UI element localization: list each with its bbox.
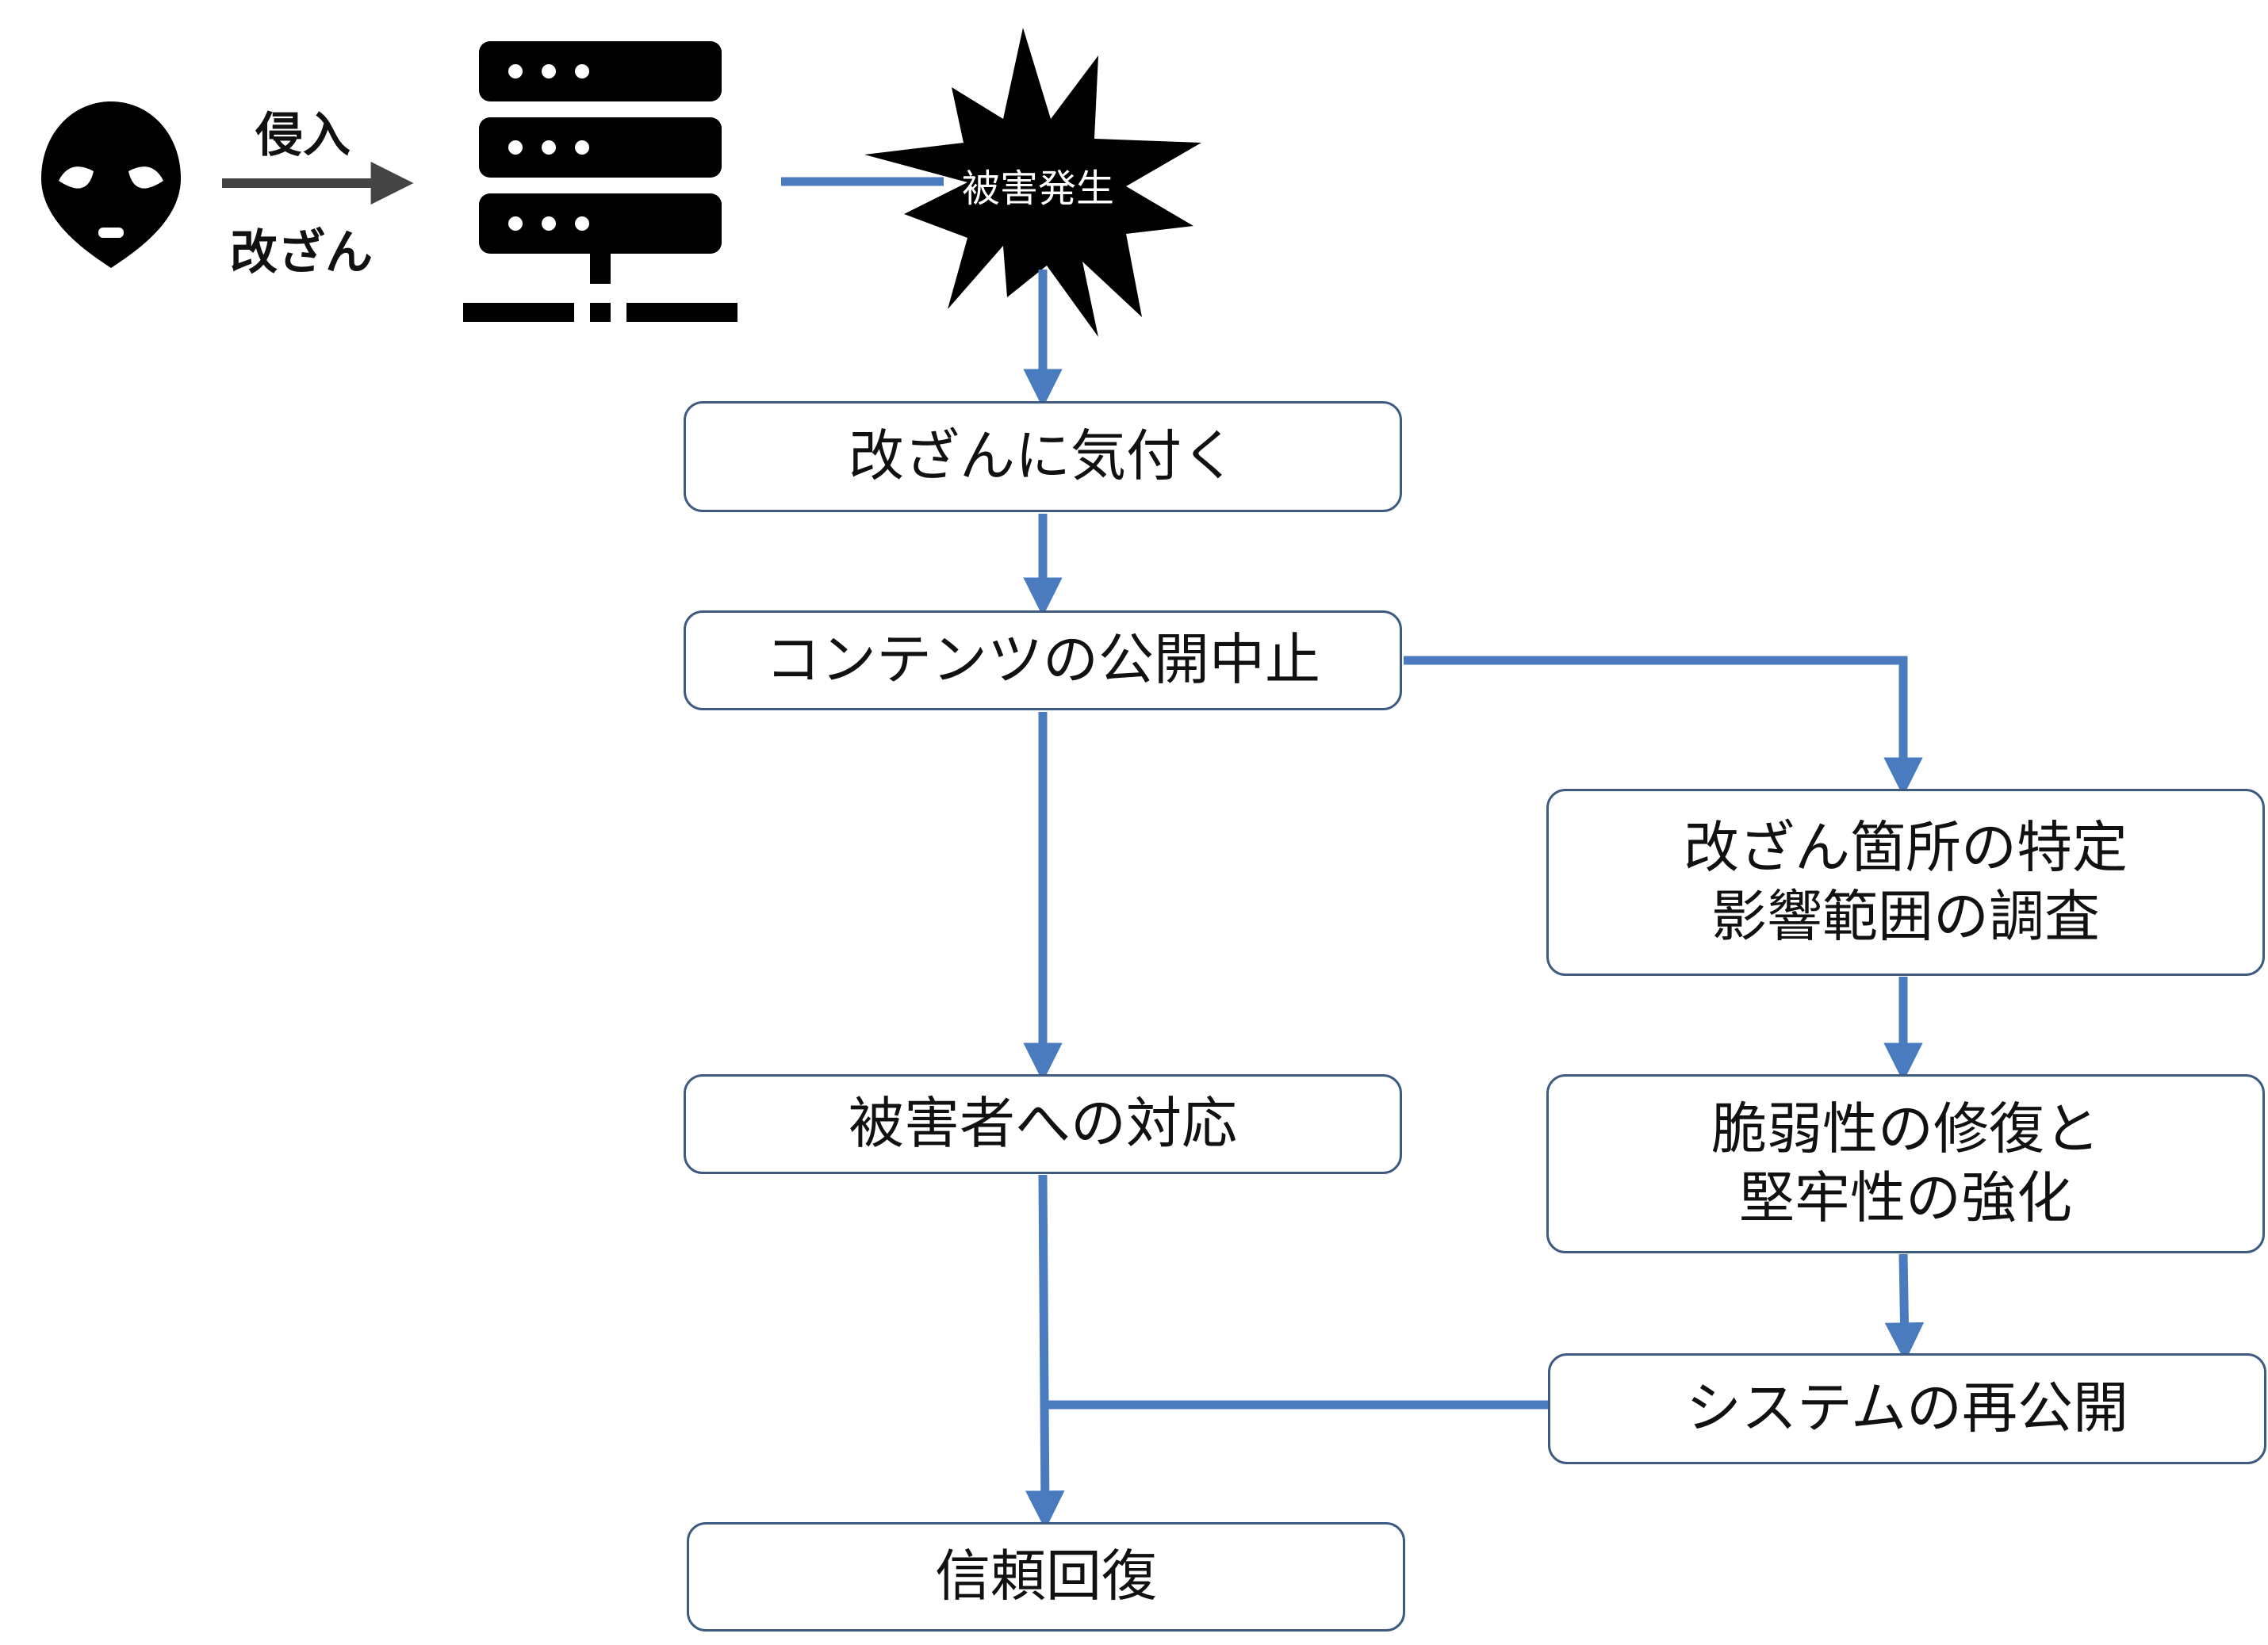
stop-to-identify-arrow [1404, 656, 1923, 797]
identify-line2: 影響範囲の調査 [1711, 884, 2100, 949]
republish-text: システムの再公開 [1686, 1375, 2128, 1441]
victim-to-trust-arrow [1025, 1174, 1065, 1530]
intrusion-label: 侵入 [255, 108, 351, 163]
victim-response-text: 被害者への対応 [849, 1091, 1237, 1157]
victim-response-box: 被害者への対応 [684, 1074, 1402, 1174]
stop-publish-text: コンテンツの公開中止 [765, 627, 1320, 693]
fix-line1: 脆弱性の修復と [1711, 1096, 2100, 1161]
identify-line1: 改ざん箇所の特定 [1684, 814, 2128, 880]
fix-to-republish-arrow [1884, 1253, 1925, 1362]
notice-text: 改ざんに気付く [849, 423, 1237, 489]
tamper-label: 改ざん [230, 225, 373, 281]
trust-recovery-box: 信頼回復 [687, 1522, 1405, 1632]
explosion-icon [864, 28, 1201, 337]
incident-label: 被害発生 [962, 166, 1115, 211]
fix-line2: 堅牢性の強化 [1739, 1165, 2072, 1230]
stop-publish-box: コンテンツの公開中止 [684, 610, 1402, 710]
notice-box: 改ざんに気付く [684, 401, 1402, 512]
republish-box: システムの再公開 [1548, 1353, 2266, 1464]
alien-icon [41, 101, 181, 268]
trust-recovery-text: 信頼回復 [935, 1544, 1157, 1609]
identify-box: 改ざん箇所の特定 影響範囲の調査 [1546, 789, 2265, 976]
fix-box: 脆弱性の修復と 堅牢性の強化 [1546, 1074, 2265, 1253]
server-icon [463, 41, 737, 322]
